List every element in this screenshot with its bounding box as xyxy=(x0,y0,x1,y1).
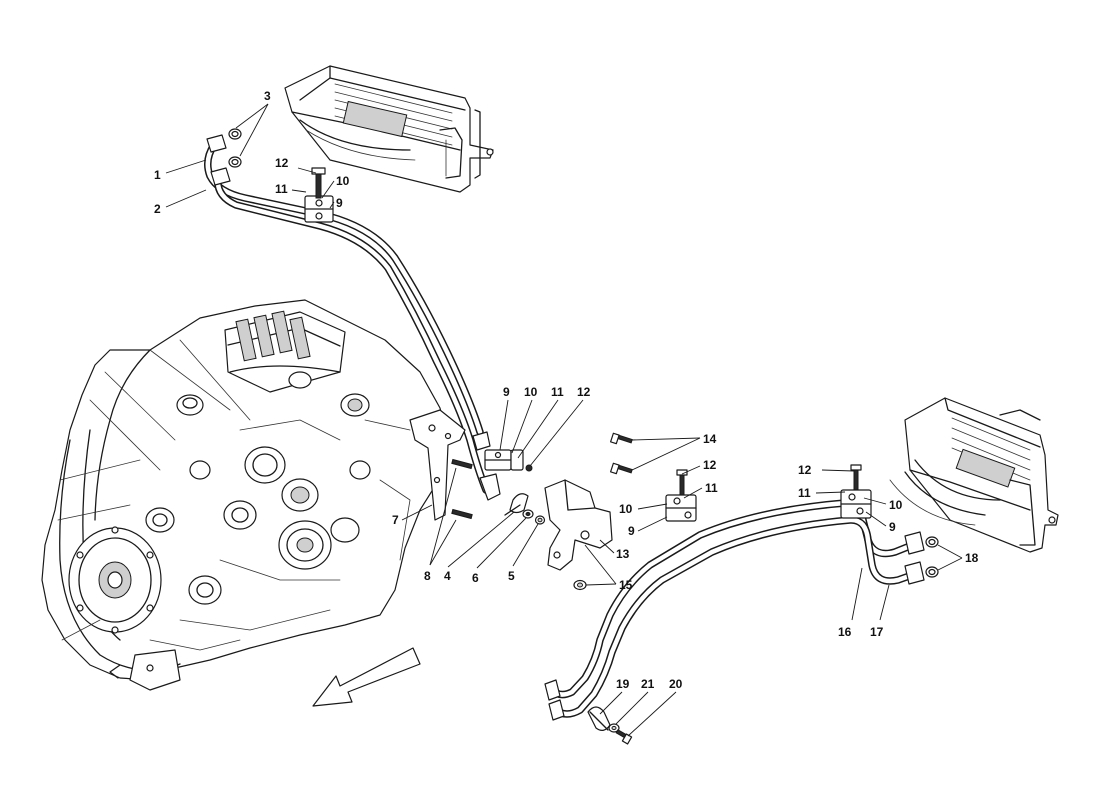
callout-11-right: 11 xyxy=(798,486,811,500)
callout-14: 14 xyxy=(703,432,717,446)
oil-pipe-lower-pair xyxy=(544,499,925,721)
callout-12-top: 12 xyxy=(275,156,289,170)
callout-18: 18 xyxy=(965,551,979,565)
callout-7: 7 xyxy=(392,513,399,527)
callout-9-center: 9 xyxy=(628,524,635,538)
callout-13: 13 xyxy=(616,547,630,561)
oil-pipe-upper-pair xyxy=(204,134,501,501)
small-hardware-4-5-6 xyxy=(504,493,546,525)
callout-16: 16 xyxy=(838,625,852,639)
callout-11-top: 11 xyxy=(275,182,288,196)
callout-10-right: 10 xyxy=(889,498,903,512)
callout-10-top: 10 xyxy=(336,174,350,188)
callout-10-mid: 10 xyxy=(524,385,538,399)
callout-12-right: 12 xyxy=(798,463,812,477)
callout-5: 5 xyxy=(508,569,515,583)
callout-15: 15 xyxy=(619,578,633,592)
callout-3: 3 xyxy=(264,89,271,103)
o-ring-pair-right xyxy=(925,536,939,578)
pipe-clamp-top xyxy=(304,167,334,223)
callout-labels: 1 2 3 12 11 10 9 9 10 11 12 14 12 11 10 … xyxy=(154,89,979,691)
callout-21: 21 xyxy=(641,677,655,691)
pipe-clamp-right xyxy=(840,464,872,519)
callout-9-mid: 9 xyxy=(503,385,510,399)
direction-arrow xyxy=(312,647,421,707)
o-ring-pair-top xyxy=(228,128,242,168)
support-bracket xyxy=(544,479,613,591)
callout-11-mid: 11 xyxy=(551,385,564,399)
callout-8: 8 xyxy=(424,569,431,583)
callout-12-mid: 12 xyxy=(577,385,591,399)
oil-cooler-upper xyxy=(284,65,494,193)
pipe-clamp-middle xyxy=(484,449,533,472)
callout-2: 2 xyxy=(154,202,161,216)
small-hardware-19-20-21 xyxy=(587,706,633,745)
callout-10-center: 10 xyxy=(619,502,633,516)
callout-12-center: 12 xyxy=(703,458,717,472)
callout-19: 19 xyxy=(616,677,630,691)
gearbox-housing xyxy=(41,299,449,691)
leader-lines xyxy=(165,103,963,737)
callout-1: 1 xyxy=(154,168,161,182)
mounting-bracket xyxy=(409,409,473,521)
callout-4: 4 xyxy=(444,569,451,583)
oil-cooler-lower xyxy=(889,397,1059,553)
callout-20: 20 xyxy=(669,677,683,691)
pipe-clamp-center xyxy=(665,469,697,522)
callout-9-top: 9 xyxy=(336,196,343,210)
callout-6: 6 xyxy=(472,571,479,585)
callout-9-right: 9 xyxy=(889,520,896,534)
callout-11-center: 11 xyxy=(705,481,718,495)
callout-17: 17 xyxy=(870,625,884,639)
bolt-pair-14 xyxy=(610,432,633,475)
